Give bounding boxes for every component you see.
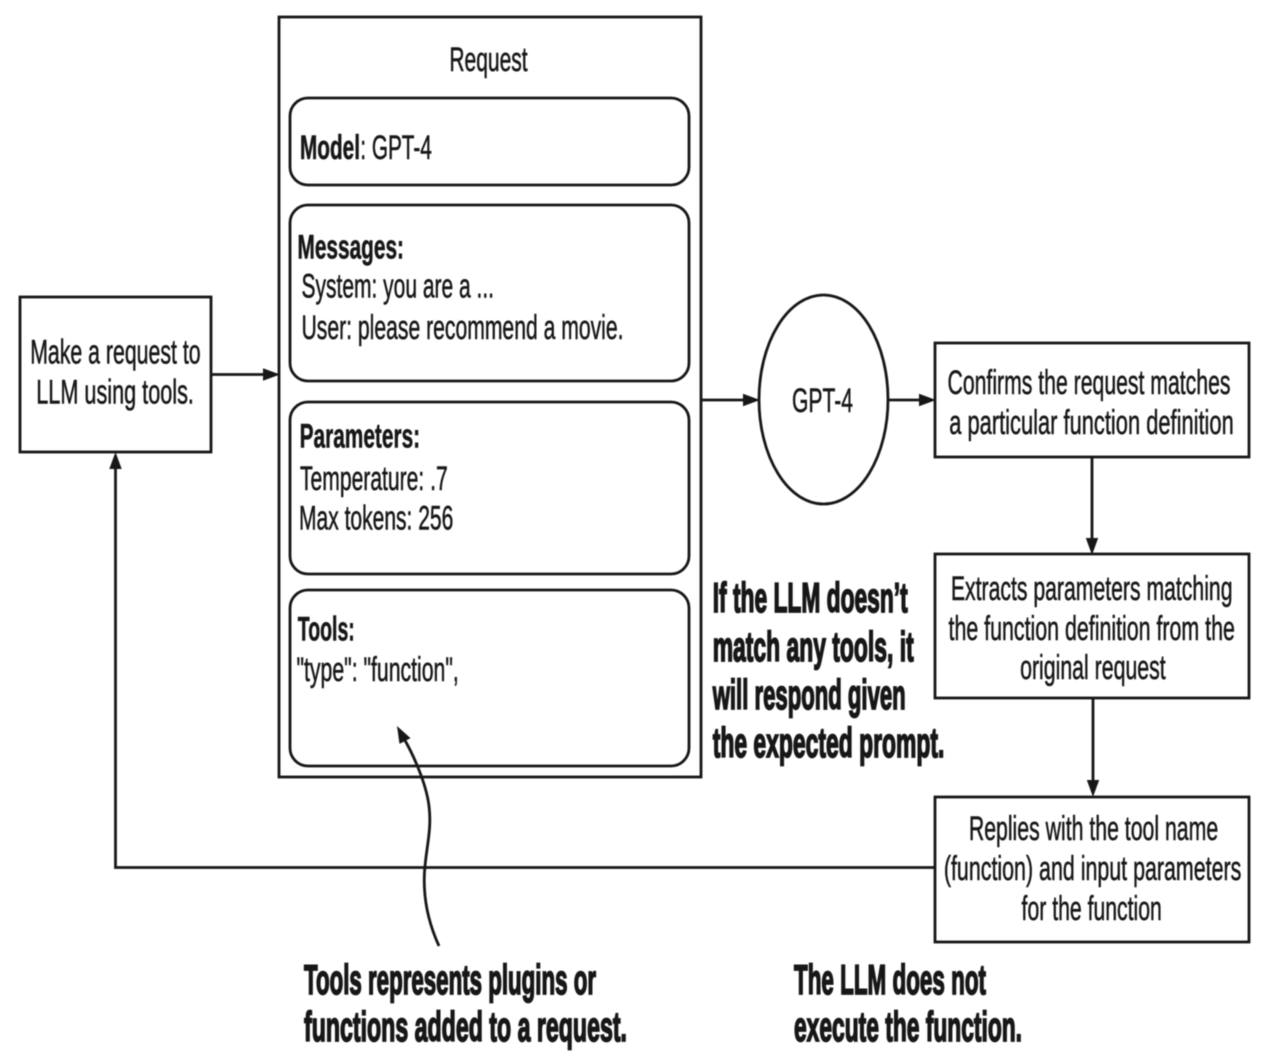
svg-text:Max tokens: 256: Max tokens: 256 xyxy=(299,500,453,538)
svg-text:Parameters:: Parameters: xyxy=(300,418,421,456)
svg-text:"type": "function",: "type": "function", xyxy=(297,651,459,689)
svg-text:Extracts parameters matching: Extracts parameters matching xyxy=(951,570,1233,608)
svg-text:Tools represents plugins or: Tools represents plugins or xyxy=(304,956,596,1003)
svg-text:If the LLM doesn’t: If the LLM doesn’t xyxy=(713,574,908,621)
svg-text:original request: original request xyxy=(1020,649,1166,687)
svg-text:execute the function.: execute the function. xyxy=(794,1003,1022,1050)
svg-text:User: please recommend a movie: User: please recommend a movie. xyxy=(302,309,624,347)
svg-text:GPT-4: GPT-4 xyxy=(792,382,853,420)
svg-text:the function definition from t: the function definition from the xyxy=(949,610,1235,648)
svg-text:The LLM does not: The LLM does not xyxy=(794,956,986,1003)
svg-text:for the function: for the function xyxy=(1022,890,1162,928)
svg-text:Request: Request xyxy=(449,41,528,79)
svg-text:will respond given: will respond given xyxy=(712,671,906,718)
svg-text:the expected prompt.: the expected prompt. xyxy=(713,719,945,766)
svg-text:: GPT-4: : GPT-4 xyxy=(360,129,432,167)
svg-text:Make a request to: Make a request to xyxy=(30,334,200,372)
svg-text:Confirms the request matches: Confirms the request matches xyxy=(948,364,1231,402)
svg-text:Replies with the tool name: Replies with the tool name xyxy=(969,810,1218,848)
svg-text:functions added to a request.: functions added to a request. xyxy=(304,1003,627,1050)
svg-text:Temperature: .7: Temperature: .7 xyxy=(300,460,448,498)
svg-text:match any tools, it: match any tools, it xyxy=(713,623,914,670)
svg-text:Messages:: Messages: xyxy=(298,229,405,267)
svg-text:(function) and input parameter: (function) and input parameters xyxy=(944,850,1242,888)
svg-text:a particular function definiti: a particular function definition xyxy=(949,404,1234,442)
svg-text:Model: Model xyxy=(300,129,360,167)
svg-text:System: you are a ...: System: you are a ... xyxy=(302,268,495,306)
svg-text:Tools:: Tools: xyxy=(298,610,355,648)
svg-text:LLM using tools.: LLM using tools. xyxy=(36,374,194,412)
